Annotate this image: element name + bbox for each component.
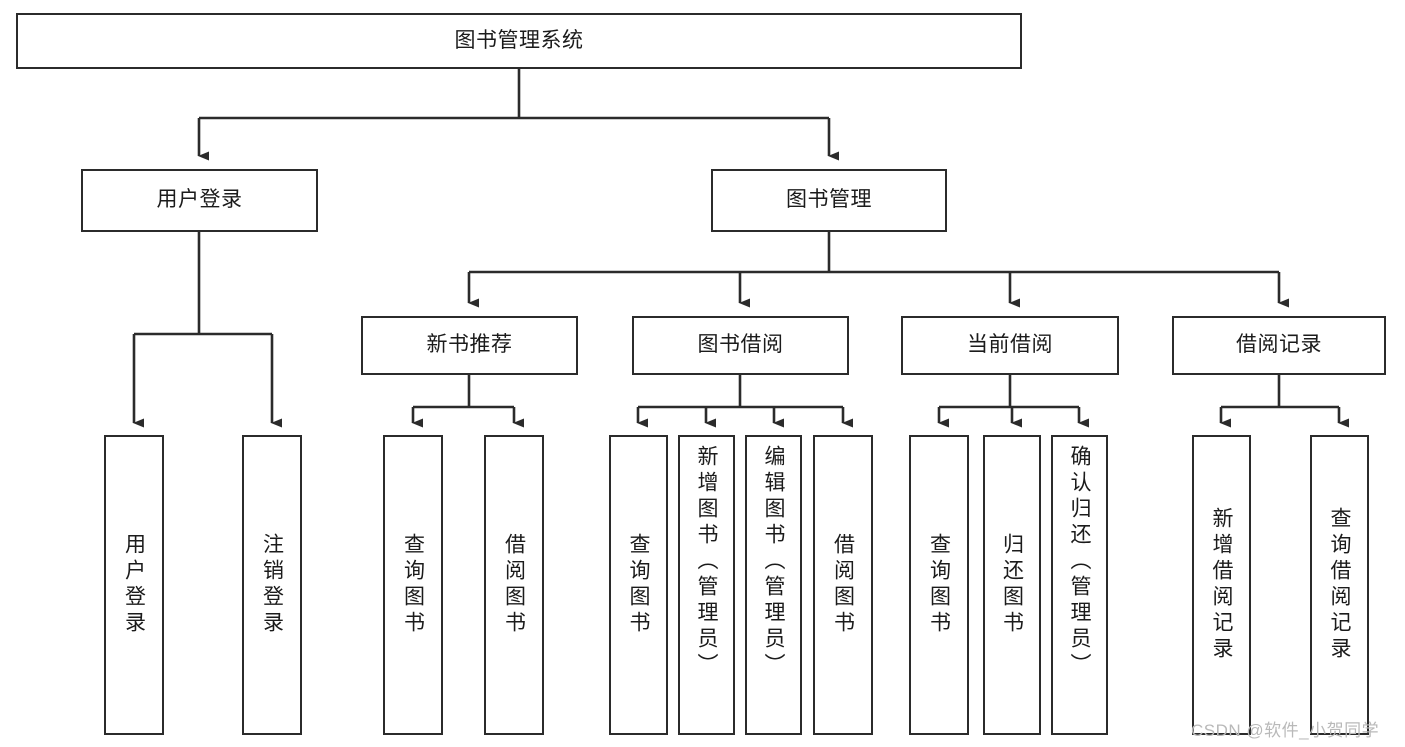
node-root[interactable]: 图书管理系统 bbox=[16, 13, 1022, 69]
node-leaf-add-borrow-record[interactable]: 新增借阅记录 bbox=[1192, 435, 1251, 735]
node-leaf-borrow-book-newbook-label: 借阅图书 bbox=[502, 533, 526, 637]
node-current-borrow[interactable]: 当前借阅 bbox=[901, 316, 1119, 375]
node-current-borrow-label: 当前借阅 bbox=[967, 333, 1053, 357]
node-user-login[interactable]: 用户登录 bbox=[81, 169, 318, 232]
node-leaf-search-book-borrow[interactable]: 查询图书 bbox=[609, 435, 668, 735]
node-leaf-logout-label: 注销登录 bbox=[260, 533, 284, 637]
node-leaf-confirm-return-admin[interactable]: 确认归还（管理员） bbox=[1051, 435, 1108, 735]
node-leaf-search-book-newbook-label: 查询图书 bbox=[401, 533, 425, 637]
node-leaf-user-login[interactable]: 用户登录 bbox=[104, 435, 164, 735]
node-user-login-label: 用户登录 bbox=[156, 188, 243, 212]
node-leaf-edit-book-admin-label: 编辑图书（管理员） bbox=[762, 445, 785, 679]
node-book-management[interactable]: 图书管理 bbox=[711, 169, 947, 232]
node-leaf-borrow-book[interactable]: 借阅图书 bbox=[813, 435, 873, 735]
node-leaf-confirm-return-admin-label: 确认归还（管理员） bbox=[1068, 445, 1091, 679]
node-new-book-recommend-label: 新书推荐 bbox=[426, 333, 513, 357]
node-leaf-search-book-current[interactable]: 查询图书 bbox=[909, 435, 969, 735]
node-leaf-search-book-current-label: 查询图书 bbox=[927, 533, 951, 637]
node-book-borrow-label: 图书借阅 bbox=[697, 333, 784, 357]
node-leaf-search-borrow-record-label: 查询借阅记录 bbox=[1328, 507, 1351, 663]
node-leaf-logout[interactable]: 注销登录 bbox=[242, 435, 302, 735]
node-leaf-return-book[interactable]: 归还图书 bbox=[983, 435, 1041, 735]
node-leaf-search-borrow-record[interactable]: 查询借阅记录 bbox=[1310, 435, 1369, 735]
node-leaf-borrow-book-newbook[interactable]: 借阅图书 bbox=[484, 435, 544, 735]
node-book-management-label: 图书管理 bbox=[786, 188, 872, 212]
node-root-label: 图书管理系统 bbox=[454, 28, 584, 52]
node-borrow-record[interactable]: 借阅记录 bbox=[1172, 316, 1386, 375]
node-leaf-search-book-borrow-label: 查询图书 bbox=[627, 533, 650, 637]
node-leaf-borrow-book-label: 借阅图书 bbox=[831, 533, 855, 637]
node-leaf-add-borrow-record-label: 新增借阅记录 bbox=[1210, 507, 1233, 663]
node-leaf-return-book-label: 归还图书 bbox=[1000, 533, 1024, 637]
node-leaf-edit-book-admin[interactable]: 编辑图书（管理员） bbox=[745, 435, 802, 735]
node-new-book-recommend[interactable]: 新书推荐 bbox=[361, 316, 578, 375]
node-borrow-record-label: 借阅记录 bbox=[1236, 333, 1322, 357]
watermark: CSDN @软件_小贺同学 bbox=[1191, 721, 1380, 740]
node-leaf-user-login-label: 用户登录 bbox=[122, 533, 146, 637]
node-leaf-add-book-admin[interactable]: 新增图书（管理员） bbox=[678, 435, 735, 735]
node-leaf-add-book-admin-label: 新增图书（管理员） bbox=[695, 445, 718, 679]
node-book-borrow[interactable]: 图书借阅 bbox=[632, 316, 849, 375]
node-leaf-search-book-newbook[interactable]: 查询图书 bbox=[383, 435, 443, 735]
